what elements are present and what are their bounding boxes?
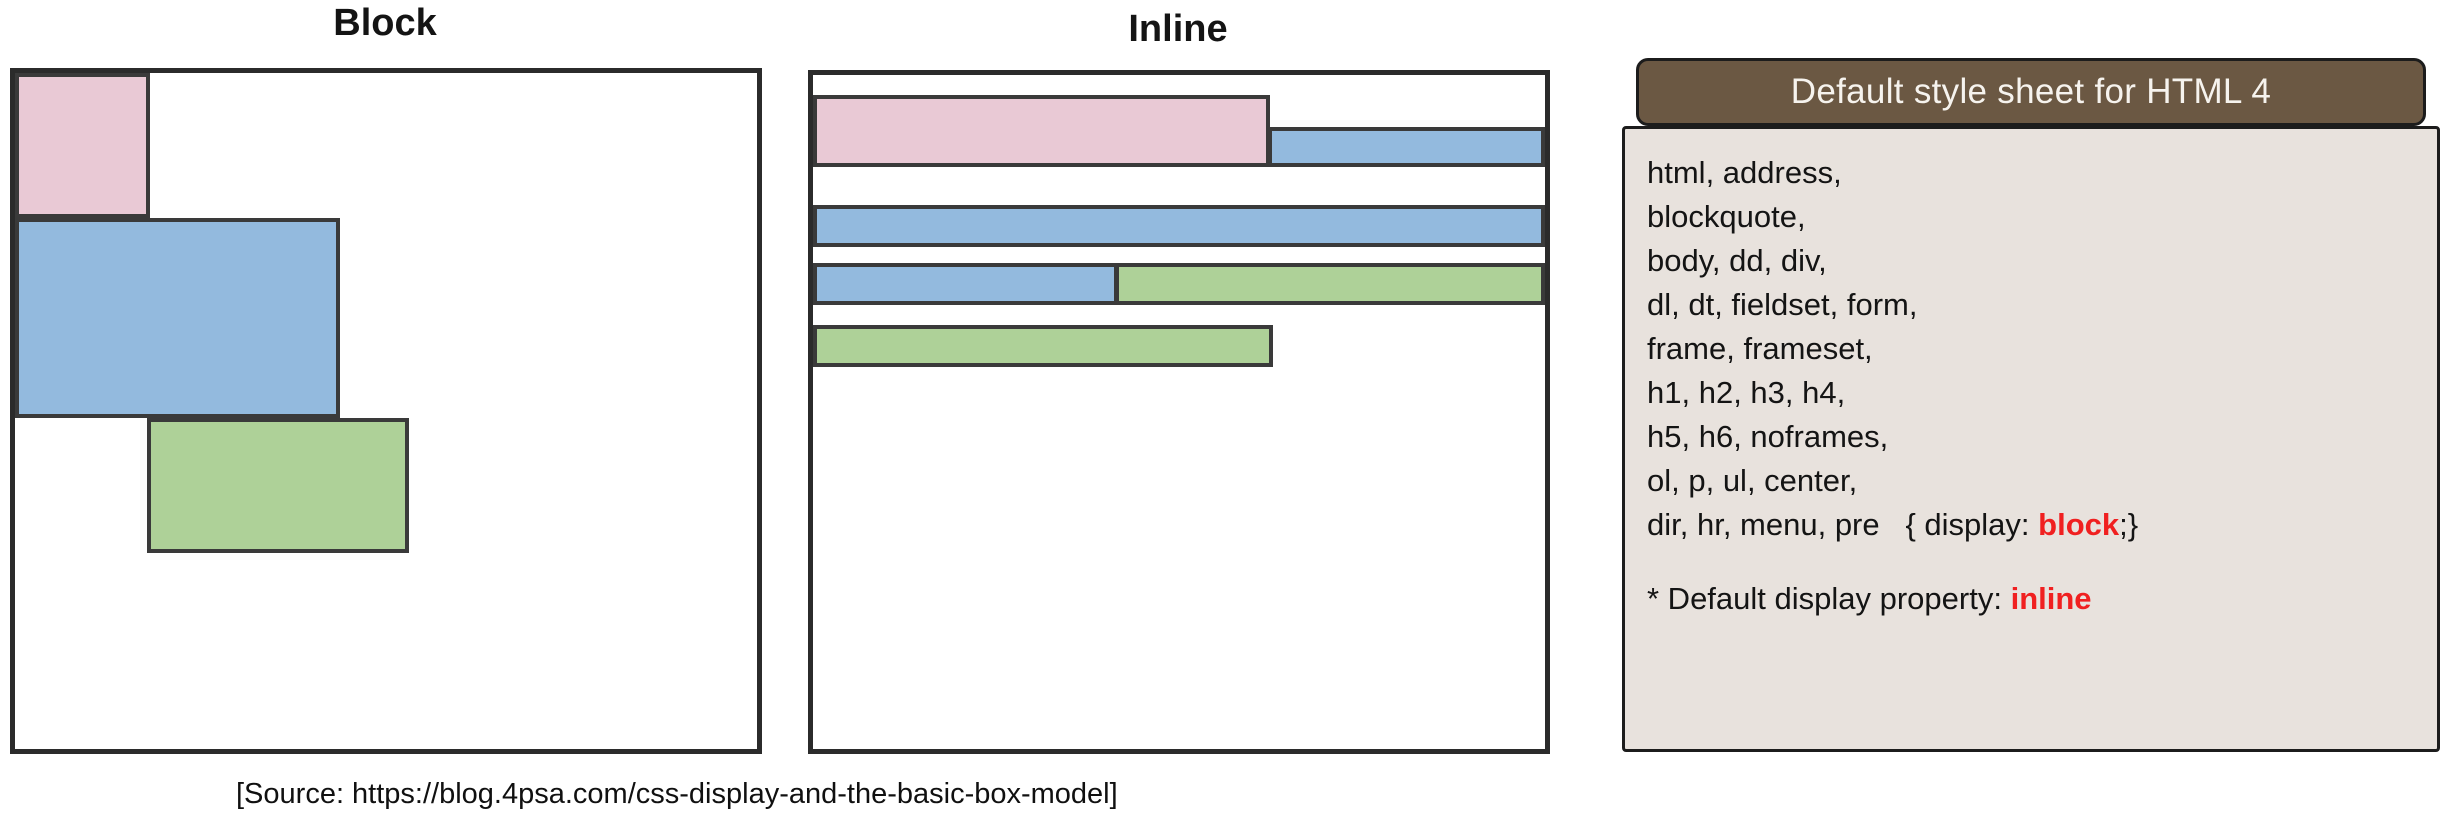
source-caption: [Source: https://blog.4psa.com/css-displ… xyxy=(236,778,1118,810)
inline-diagram-frame xyxy=(808,70,1550,754)
green-block-box xyxy=(147,418,409,553)
stylesheet-card-header: Default style sheet for HTML 4 xyxy=(1636,58,2426,126)
css-rule-selectors: dir, hr, menu, pre { display: xyxy=(1647,507,2039,542)
spacer xyxy=(1647,547,2437,577)
css-rule-line: dir, hr, menu, pre { display: block;} xyxy=(1647,503,2437,547)
block-panel-title: Block xyxy=(333,2,437,44)
default-display-note-prefix: * Default display property: xyxy=(1647,581,2011,616)
css-line: ol, p, ul, center, xyxy=(1647,463,1858,498)
css-line: frame, frameset, xyxy=(1647,331,1873,366)
inline-panel-title: Inline xyxy=(1128,8,1228,50)
green-inline-box-2 xyxy=(813,325,1273,367)
css-line: h5, h6, noframes, xyxy=(1647,419,1889,454)
css-line: html, address, xyxy=(1647,155,1842,190)
blue-inline-box-1 xyxy=(1268,127,1545,167)
blue-inline-box-3 xyxy=(813,263,1118,305)
blue-inline-box-2 xyxy=(813,205,1545,247)
css-line: h1, h2, h3, h4, xyxy=(1647,375,1846,410)
pink-block-box xyxy=(15,73,150,218)
css-line: blockquote, xyxy=(1647,199,1806,234)
green-inline-box-1 xyxy=(1115,263,1545,305)
stylesheet-card-body: html, address, blockquote, body, dd, div… xyxy=(1622,126,2440,752)
block-diagram-frame xyxy=(10,68,762,754)
css-line: dl, dt, fieldset, form, xyxy=(1647,287,1918,322)
default-stylesheet-card: Default style sheet for HTML 4 html, add… xyxy=(1622,58,2440,752)
css-line: body, dd, div, xyxy=(1647,243,1827,278)
css-rule-keyword-block: block xyxy=(2038,507,2120,542)
blue-block-box xyxy=(15,218,340,418)
css-rule-tail: ;} xyxy=(2119,507,2139,542)
default-display-keyword-inline: inline xyxy=(2010,581,2092,616)
default-display-note: * Default display property: inline xyxy=(1647,577,2437,621)
pink-inline-box xyxy=(813,95,1270,167)
stylesheet-card-title: Default style sheet for HTML 4 xyxy=(1790,72,2272,111)
